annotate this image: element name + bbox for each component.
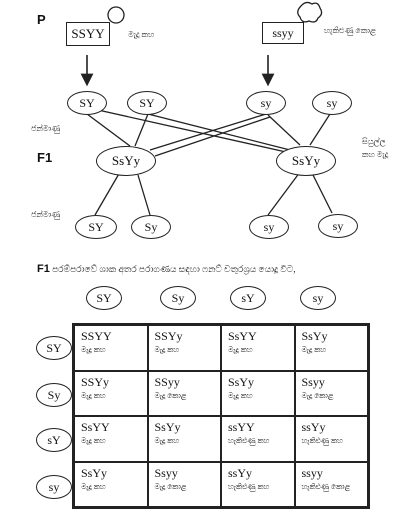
punnett-col-header: Sy <box>160 286 196 310</box>
fertilization-label-1: සියුල්ල <box>362 137 386 146</box>
parent-gamete: SY <box>127 91 167 115</box>
parent1-phenotype: මැදූ කහ <box>128 30 155 39</box>
instruction-text: පරම්පරාවේ ශාක අතර පරාගණය සඳහා ෆනට් චතුරශ… <box>52 264 296 274</box>
punnett-row-header: SY <box>36 336 72 360</box>
punnett-col-header: sY <box>230 286 266 310</box>
f1-gametes-label: ජන්මාණු <box>31 210 61 219</box>
parent-gamete: SY <box>67 91 107 115</box>
parent2-genotype: ssyy <box>262 22 304 44</box>
punnett-col-header: sy <box>300 286 336 310</box>
punnett-row-header: sY <box>36 428 72 452</box>
round-seed-icon <box>107 6 125 24</box>
f1-right-genotype: SsYy <box>276 146 336 176</box>
punnett-row-header: sy <box>36 475 72 499</box>
punnett-instruction: F1 පරම්පරාවේ ශාක අතර පරාගණය සඳහා ෆනට් චත… <box>37 263 296 275</box>
fertilization-label-2: කහ මැදූ <box>362 150 389 159</box>
f1-left-genotype: SsYy <box>96 146 156 176</box>
parent2-phenotype: හැකිළුණු කොළ <box>324 26 377 35</box>
generation-p-label: P <box>37 12 46 27</box>
punnett-col-header: SY <box>86 286 122 310</box>
f1-gamete: Sy <box>131 215 171 239</box>
f1-gamete: sy <box>318 214 358 238</box>
instruction-f1-prefix: F1 <box>37 263 50 275</box>
f1-generation-label: F1 <box>37 150 53 165</box>
f1-gamete: SY <box>75 215 117 239</box>
parent-gamete: sy <box>246 91 286 115</box>
parent1-genotype: SSYY <box>66 22 110 46</box>
wrinkled-seed-icon <box>297 1 323 23</box>
punnett-row-header: Sy <box>36 383 72 407</box>
f1-gamete: sy <box>249 215 289 239</box>
gametes-label: ජන්මාණු <box>31 124 61 133</box>
parent-gamete: sy <box>312 91 352 115</box>
